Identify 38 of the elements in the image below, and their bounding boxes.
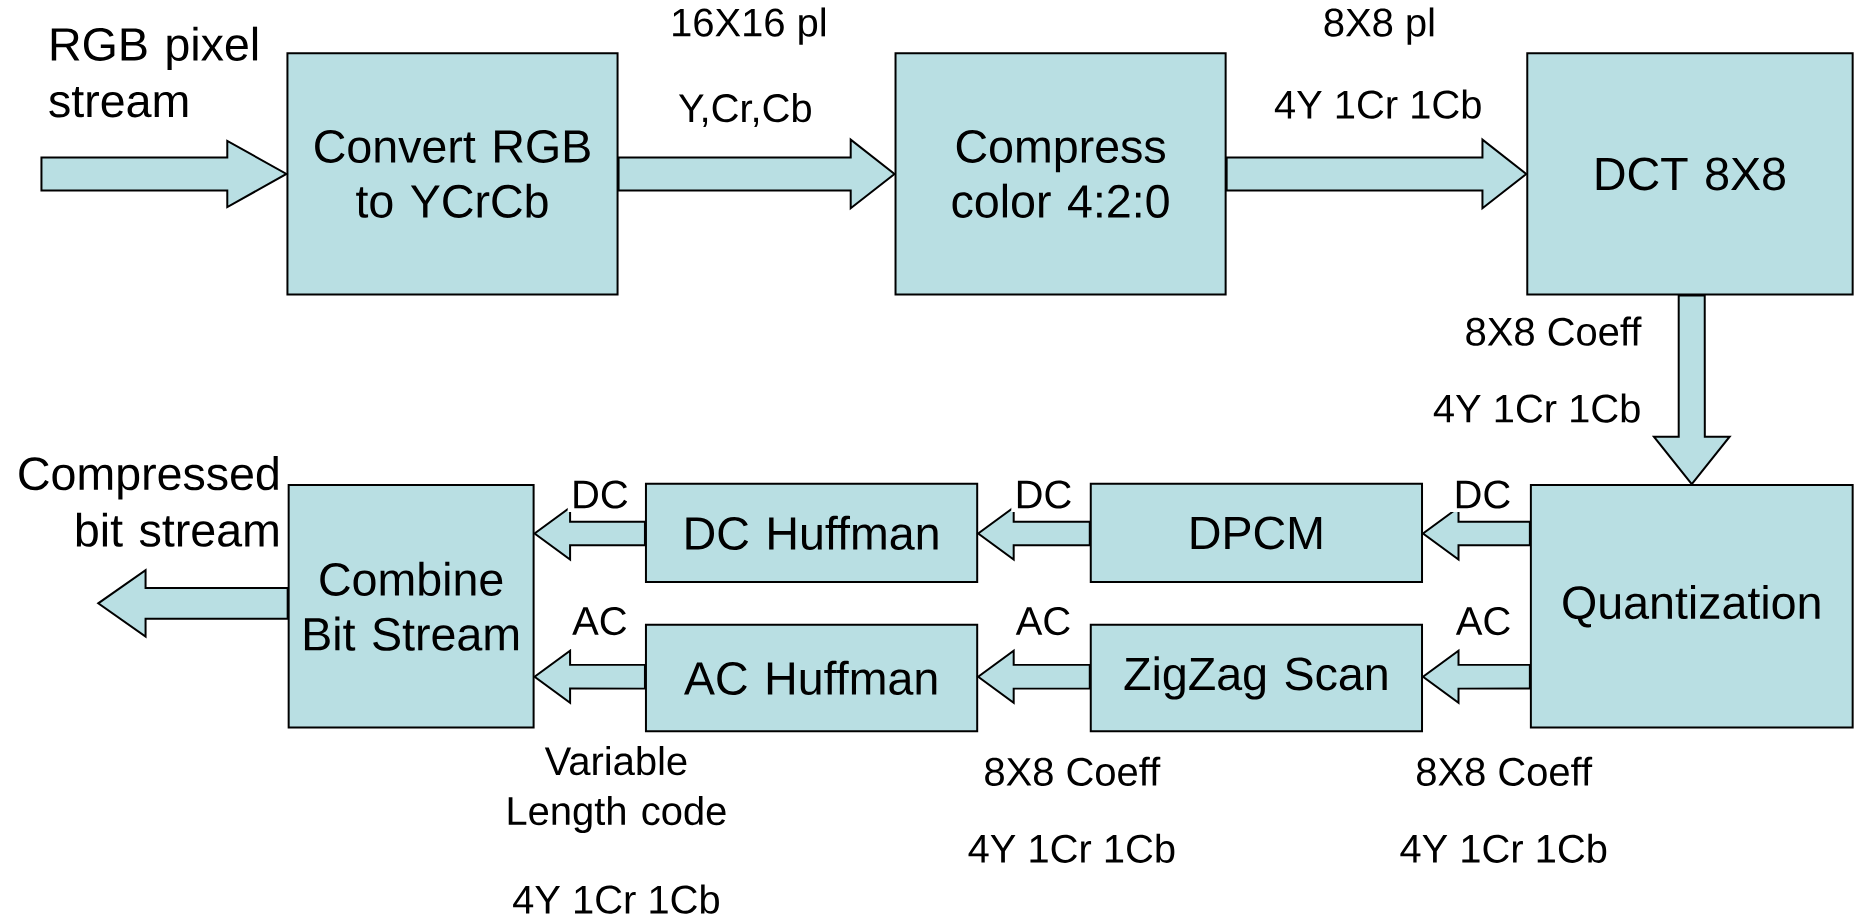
- annotation-label: 4Y 1Cr 1Cb: [968, 833, 1175, 863]
- process-box: Compress color 4:2:0: [894, 52, 1227, 296]
- annotation-label: Variable Length code: [508, 746, 726, 834]
- process-box: Combine Bit Stream: [287, 484, 535, 729]
- annotation-label: 4Y 1Cr 1Cb: [1274, 89, 1481, 119]
- annotation-label: Y,Cr,Cb: [678, 93, 811, 128]
- block-arrow: [40, 139, 289, 209]
- annotation-label: RGB pixel stream: [49, 26, 258, 118]
- edge-label: DC: [567, 477, 632, 512]
- process-box: DC Huffman: [644, 482, 979, 584]
- block-arrow: [532, 648, 646, 705]
- annotation-label: 8X8 Coeff: [1466, 316, 1642, 346]
- block-arrow: [1651, 294, 1732, 486]
- annotation-label: 4Y 1Cr 1Cb: [513, 884, 719, 914]
- annotation-label: 4Y 1Cr 1Cb: [1433, 393, 1640, 423]
- process-box: DPCM: [1089, 482, 1423, 584]
- block-arrow: [96, 568, 289, 639]
- edge-label: AC: [1452, 603, 1515, 639]
- annotation-label: 8X8 Coeff: [1417, 756, 1593, 786]
- annotation-label: 16X16 pl: [673, 7, 825, 45]
- process-box: Convert RGB to YCrCb: [286, 52, 619, 296]
- annotation-label: 4Y 1Cr 1Cb: [1400, 833, 1607, 863]
- edge-label: DC: [1450, 477, 1515, 512]
- edge-label: AC: [568, 603, 631, 639]
- process-box: ZigZag Scan: [1089, 623, 1423, 733]
- annotation-label: 8X8 Coeff: [985, 756, 1161, 786]
- block-arrow: [976, 648, 1091, 705]
- edge-label: AC: [1012, 603, 1075, 639]
- block-arrow: [532, 505, 646, 562]
- block-arrow: [617, 137, 897, 211]
- block-arrow: [1421, 648, 1531, 705]
- process-box: Quantization: [1529, 484, 1854, 729]
- block-arrow: [1225, 137, 1528, 211]
- process-box: AC Huffman: [644, 623, 979, 733]
- annotation-label: Compressed bit stream: [19, 456, 278, 547]
- edge-label: DC: [1011, 477, 1076, 512]
- annotation-label: 8X8 pl: [1324, 7, 1434, 45]
- process-box: DCT 8X8: [1526, 52, 1854, 296]
